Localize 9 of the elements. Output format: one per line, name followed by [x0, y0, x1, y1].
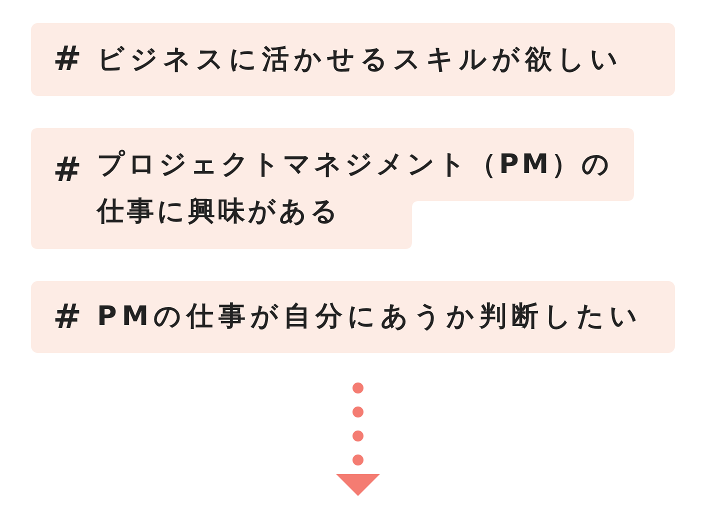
tag-text: PMの仕事が自分にあうか判断したい	[97, 300, 644, 334]
tag-text: プロジェクトマネジメント（PM）の仕事に興味がある	[97, 148, 614, 229]
tag-box	[31, 23, 675, 96]
hash-mark: #	[53, 153, 82, 187]
hash-mark: #	[53, 42, 82, 76]
tag-box	[31, 281, 675, 353]
tag-text: ビジネスに活かせるスキルが欲しい	[97, 43, 624, 77]
hash-mark: #	[53, 300, 82, 334]
tag-box	[31, 128, 634, 249]
